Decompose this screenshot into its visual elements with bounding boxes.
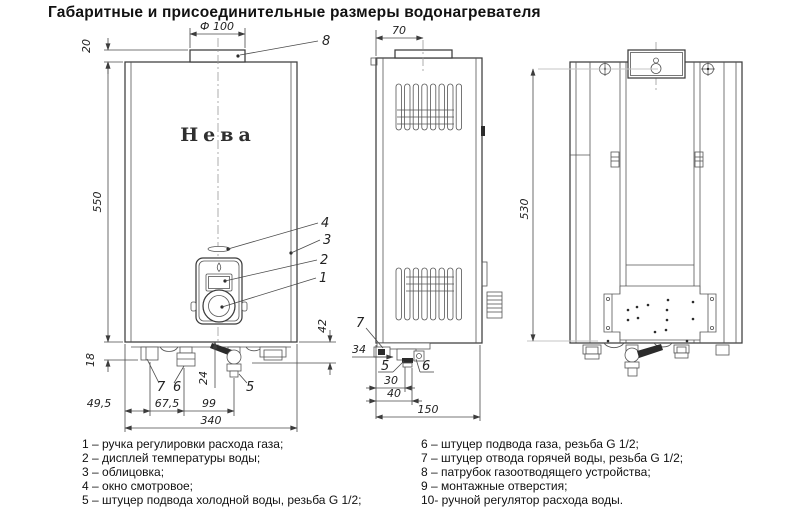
door-latch [481, 126, 485, 136]
dim-99: 99 [202, 397, 216, 410]
dim-top-offset: 20 [80, 39, 93, 53]
side-view: 7 5 6 70 34 [352, 24, 503, 421]
dim-collar-offset: 70 [392, 24, 406, 37]
callout-5-side: 5 [381, 359, 389, 374]
dim-67-5: 67,5 [155, 397, 180, 410]
technical-drawing: Нева [80, 20, 743, 432]
dim-depth: 150 [418, 403, 439, 416]
gas-knob [202, 289, 236, 323]
legend-item-6: 6 – штуцер подвода газа, резьба G 1/2; [421, 437, 639, 451]
water-flow-knob [486, 291, 503, 319]
gas-fitting-back [673, 344, 690, 354]
back-bottom-fittings [582, 339, 730, 377]
flue-collar [189, 49, 246, 63]
control-panel [190, 257, 248, 325]
side-casing [375, 57, 483, 344]
callout-1: 1 [319, 271, 327, 286]
side-callouts: 7 5 6 [356, 316, 434, 374]
legend-item-1: 1 – ручка регулировки расхода газа; [82, 437, 284, 451]
dim-collar-diameter: Ф 100 [200, 20, 234, 33]
legend-item-8: 8 – патрубок газоотводящего устройства; [421, 465, 651, 479]
callout-5-front: 5 [246, 380, 254, 395]
side-dimensions: 70 34 30 40 150 [352, 24, 481, 421]
callout-8: 8 [322, 34, 330, 49]
legend-item-3: 3 – облицовка; [82, 465, 165, 479]
viewing-window [207, 245, 231, 252]
flue-collar-side [394, 49, 453, 59]
dim-42: 42 [316, 319, 329, 333]
legend-item-5: 5 – штуцер подвода холодной воды, резьба… [82, 493, 362, 507]
back-dimensions: 530 [518, 68, 658, 342]
gas-fitting-front [176, 352, 196, 367]
front-callouts: 8 4 3 2 1 7 6 5 [146, 34, 331, 395]
callout-7-front: 7 [157, 380, 166, 395]
callout-3: 3 [323, 233, 331, 248]
dim-40: 40 [387, 387, 401, 400]
dim-height: 550 [91, 192, 104, 213]
hot-water-fitting-front [140, 346, 159, 361]
legend-item-9: 9 – монтажные отверстия; [421, 479, 568, 493]
back-view [569, 42, 743, 377]
dim-back-height: 530 [518, 199, 531, 220]
clip-right [694, 151, 704, 168]
callout-4: 4 [321, 216, 329, 231]
legend-right-column: 6 – штуцер подвода газа, резьба G 1/2; 7… [421, 437, 683, 507]
front-dimensions: Ф 100 20 550 18 42 [80, 20, 336, 432]
dim-34: 34 [352, 343, 366, 356]
front-bottom-fittings [131, 343, 291, 378]
legend-left-column: 1 – ручка регулировки расхода газа; 2 – … [82, 437, 362, 507]
page-title: Габаритные и присоединительные размеры в… [48, 4, 541, 21]
dim-width: 340 [201, 414, 222, 427]
flame-icon [216, 262, 222, 273]
callout-6-side: 6 [422, 359, 430, 374]
lower-louvers [395, 267, 463, 321]
mounting-plate [603, 285, 717, 341]
legend-item-7: 7 – штуцер отвода горячей воды, резьба G… [421, 451, 684, 465]
dim-24: 24 [197, 371, 210, 385]
dim-49-5: 49,5 [87, 397, 112, 410]
legend-item-4: 4 – окно смотровое; [82, 479, 193, 493]
legend-item-10: 10- ручной регулятор расхода воды. [421, 493, 624, 507]
cold-water-valve-back [624, 344, 663, 377]
dim-bottom-lip: 18 [84, 353, 97, 367]
callout-6-front: 6 [173, 380, 181, 395]
legend-item-2: 2 – дисплей температуры воды; [82, 451, 261, 465]
upper-louvers [395, 83, 463, 131]
brand-logo: Нева [180, 124, 256, 146]
front-view: Нева [80, 20, 336, 432]
gas-fitting-side [413, 350, 425, 362]
screw-right [701, 62, 715, 76]
callout-2: 2 [320, 253, 328, 268]
keyhole-mounting-hole [650, 57, 662, 74]
clip-left [610, 151, 620, 168]
callout-7-side: 7 [356, 316, 365, 331]
dim-30: 30 [384, 374, 398, 387]
